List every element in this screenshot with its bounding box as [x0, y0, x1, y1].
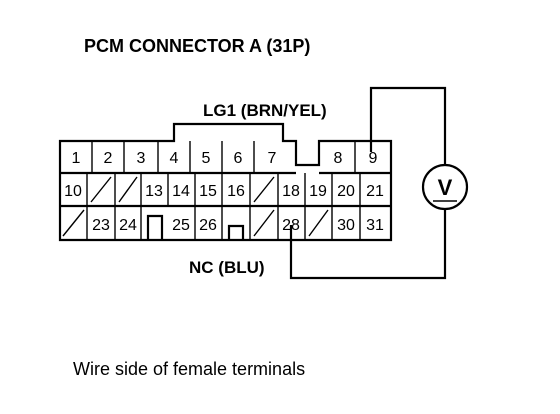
voltmeter-symbol: V: [438, 175, 453, 200]
pin-label: 21: [366, 183, 384, 200]
pin-label: 14: [172, 183, 190, 200]
pin-label: 23: [92, 217, 110, 234]
test-lead-positive: [369, 86, 447, 165]
row-3-dividers: [86, 206, 361, 240]
pin-label: 7: [268, 150, 277, 167]
test-lead-negative: [289, 210, 447, 280]
bottom-wire-label: NC (BLU): [189, 258, 265, 277]
pin-label: 16: [227, 183, 245, 200]
pin-label: 8: [334, 150, 343, 167]
row-2-pins: 10 13 14 15 16 18 19 20 21: [64, 183, 384, 200]
row-1-pins: 1 2 3 4 5 6 7 8 9: [72, 150, 378, 167]
pin-label: 19: [309, 183, 327, 200]
pin-label: 13: [145, 183, 163, 200]
connector-housing: [58, 122, 393, 242]
row-1-dividers: [91, 141, 356, 173]
pin-label: 24: [119, 217, 137, 234]
pin-label: 5: [202, 150, 211, 167]
row-2-dividers: [86, 173, 361, 206]
key-notch: [146, 214, 164, 240]
diagram-caption: Wire side of female terminals: [73, 359, 305, 379]
diagram-title: PCM CONNECTOR A (31P): [84, 36, 310, 56]
pin-label: 6: [234, 150, 243, 167]
pin-label: 1: [72, 150, 81, 167]
pin-label: 20: [337, 183, 355, 200]
empty-cavity-slashes: [62, 176, 329, 237]
pin-label: 2: [104, 150, 113, 167]
pin-label: 18: [282, 183, 300, 200]
pin-label: 10: [64, 183, 82, 200]
voltmeter-icon: V: [421, 163, 469, 211]
pin-label: 25: [172, 217, 190, 234]
pin-label: 15: [199, 183, 217, 200]
pin-label: 30: [337, 217, 355, 234]
pin-label: 26: [199, 217, 217, 234]
pin-label: 9: [369, 150, 378, 167]
pin-label: 31: [366, 217, 384, 234]
pin-label: 4: [170, 150, 179, 167]
pin-label: 3: [137, 150, 146, 167]
key-notch: [227, 224, 245, 240]
top-wire-label: LG1 (BRN/YEL): [203, 101, 327, 120]
